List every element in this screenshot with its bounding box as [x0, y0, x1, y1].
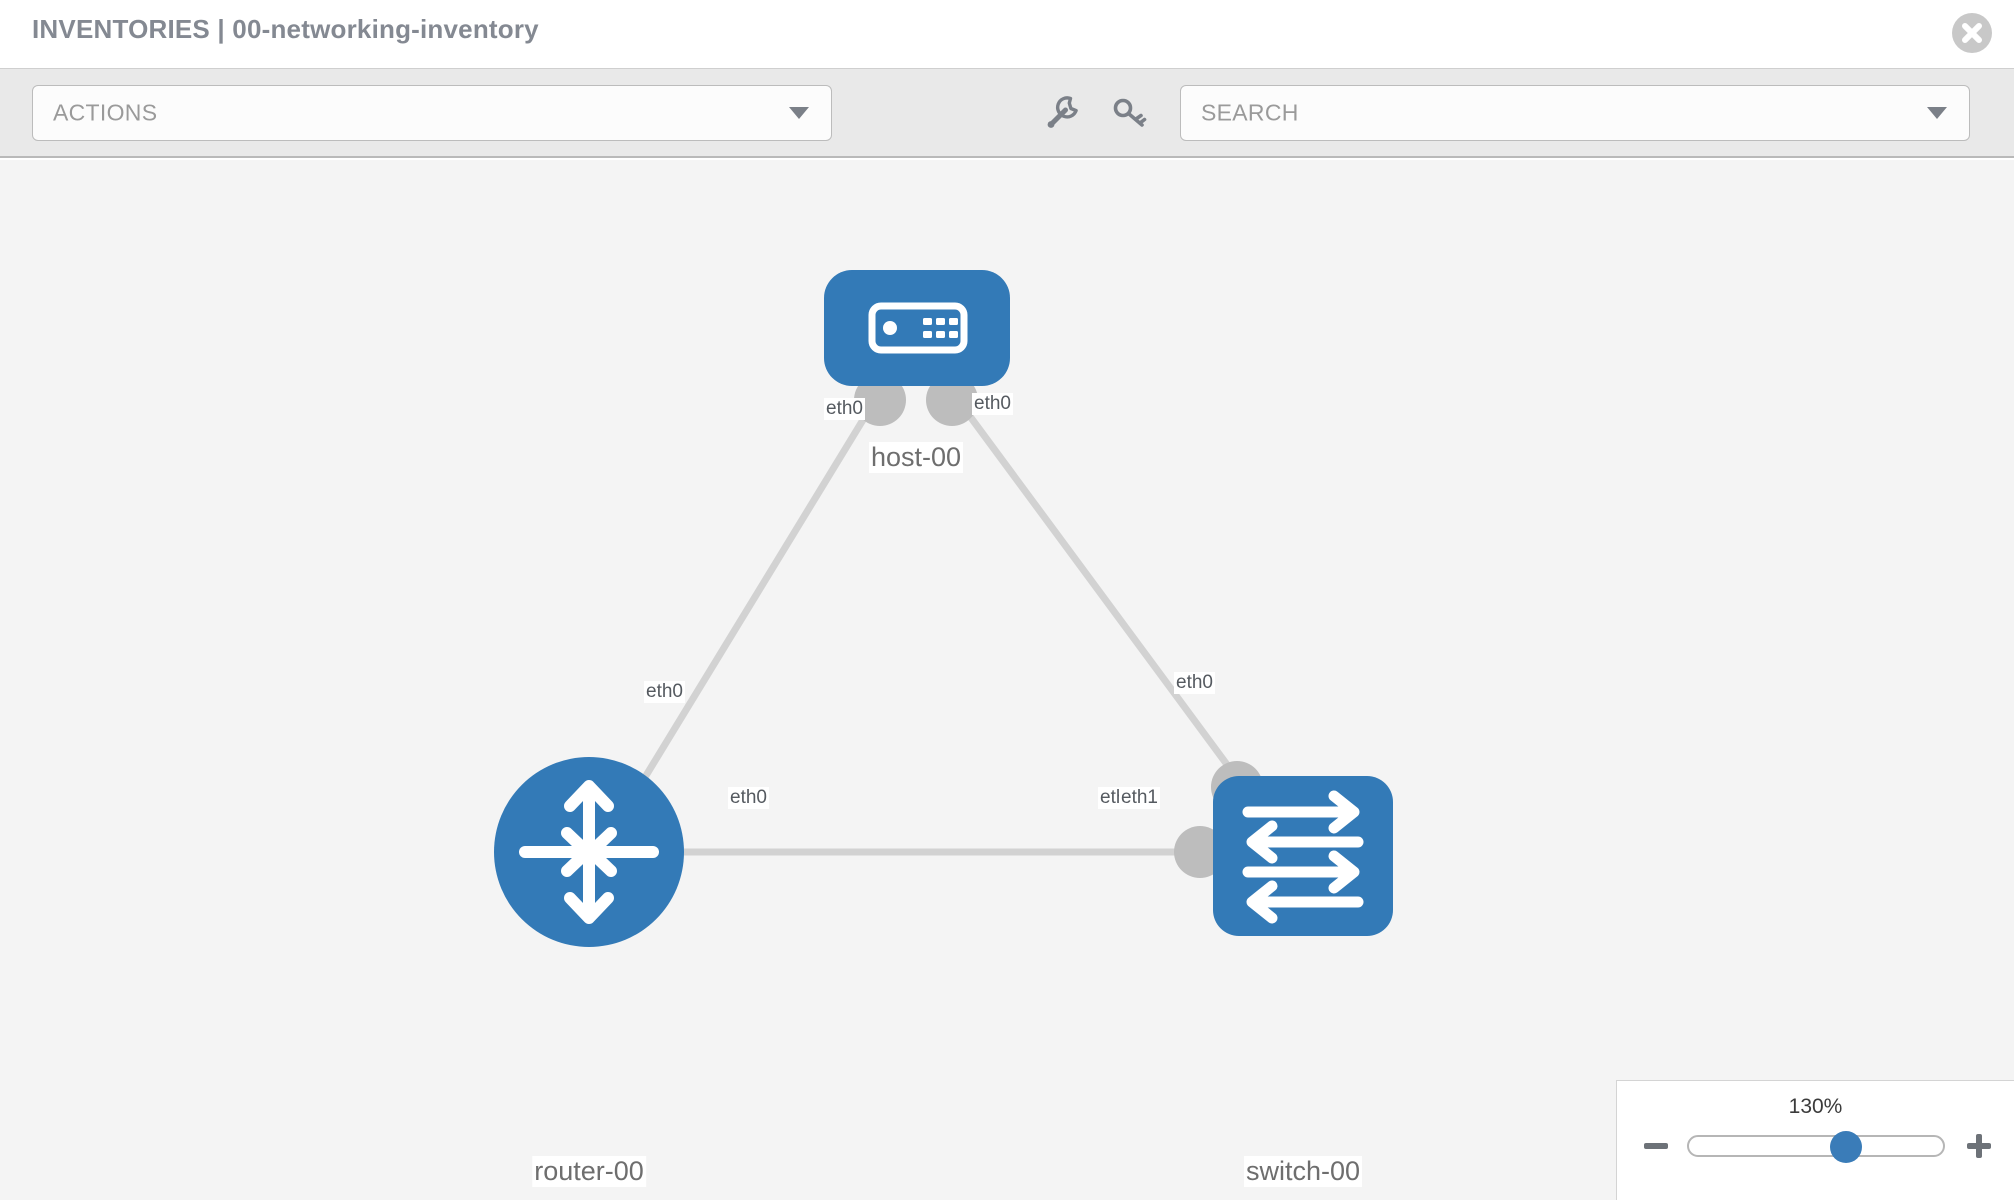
node-switch-00 [1213, 776, 1393, 936]
zoom-slider-thumb[interactable] [1830, 1131, 1863, 1163]
node-label-switch-00[interactable]: switch-00 [1243, 1156, 1363, 1187]
page-header: INVENTORIES | 00-networking-inventory [0, 0, 2014, 68]
edge-label-host00-eth0-left[interactable]: eth0 [824, 398, 865, 420]
endpoint-host00-left [854, 374, 906, 426]
edge-label-switch00-eth0-up[interactable]: eth0 [1174, 672, 1215, 694]
endpoint-host00-right [926, 374, 978, 426]
zoom-slider[interactable] [1687, 1131, 1945, 1163]
edge-label-router00-eth0[interactable]: eth0 [728, 787, 769, 809]
actions-dropdown[interactable]: ACTIONS [32, 85, 832, 141]
toolbar: ACTIONS SEARCH [0, 68, 2014, 158]
node-router-00 [494, 757, 684, 947]
zoom-level-label: 130% [1788, 1095, 1843, 1118]
wrench-icon[interactable] [1040, 91, 1084, 135]
minus-icon[interactable] [1641, 1131, 1671, 1161]
node-host-00 [824, 270, 1010, 386]
edge-label-switch00-eth1[interactable]: eth1 [1119, 787, 1160, 809]
chevron-down-icon [789, 107, 809, 119]
edge-host00-router00 [622, 390, 883, 812]
search-placeholder: SEARCH [1201, 99, 1299, 126]
edge-label-host00-eth0-right[interactable]: eth0 [972, 393, 1013, 415]
plus-icon[interactable] [1964, 1131, 1994, 1161]
zoom-control-panel: 130% [1616, 1080, 2014, 1200]
topology-graph [494, 270, 1393, 947]
edge-label-router00-eth0-up[interactable]: eth0 [644, 681, 685, 703]
node-label-host-00[interactable]: host-00 [868, 442, 964, 473]
actions-dropdown-label: ACTIONS [53, 99, 158, 126]
node-label-router-00[interactable]: router-00 [532, 1156, 646, 1187]
key-icon[interactable] [1108, 91, 1152, 135]
chevron-down-icon[interactable] [1927, 107, 1947, 119]
edge-host00-switch00 [949, 389, 1265, 815]
topology-canvas[interactable]: host-00 router-00 switch-00 eth0 eth0 et… [0, 160, 2014, 1200]
page-title: INVENTORIES | 00-networking-inventory [32, 14, 539, 44]
close-icon[interactable] [1952, 13, 1992, 53]
graph-edges [622, 389, 1265, 856]
search-input[interactable]: SEARCH [1180, 85, 1970, 141]
